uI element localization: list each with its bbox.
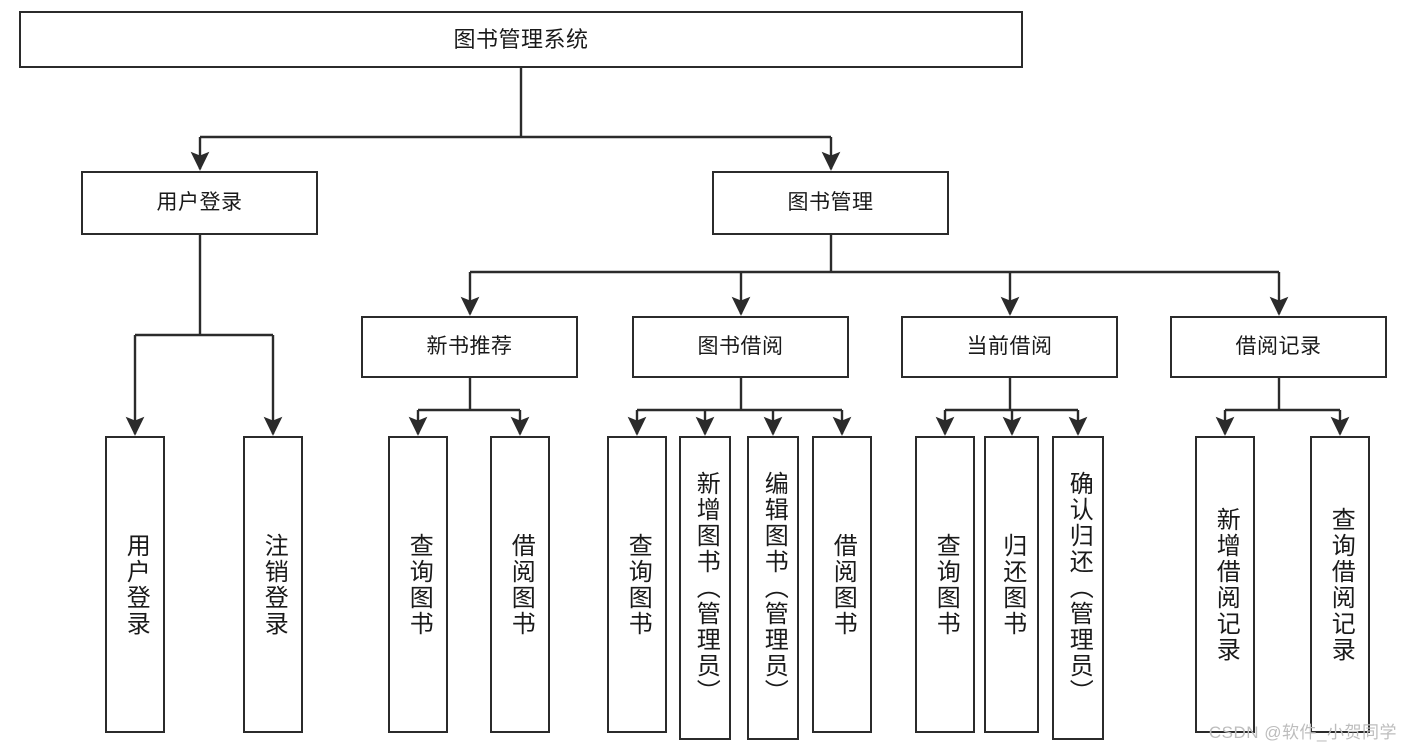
node-label: 归还图书 [998,532,1026,637]
node-user-login[interactable]: 用户登录 [81,171,318,235]
node-label: 查询图书 [624,532,652,637]
node-leaf-add-book[interactable]: 新增图书（管理员） [679,436,731,740]
node-leaf-confirm-return[interactable]: 确认归还（管理员） [1052,436,1104,740]
node-leaf-edit-book[interactable]: 编辑图书（管理员） [747,436,799,740]
node-label: 新增图书（管理员） [692,471,720,705]
csdn-watermark: CSDN @软件_小贺同学 [1208,723,1397,742]
node-label: 用户登录 [156,190,243,214]
node-label: 图书管理系统 [453,26,589,52]
node-root[interactable]: 图书管理系统 [19,11,1023,68]
node-leaf-query-book-2[interactable]: 查询图书 [607,436,667,733]
node-leaf-borrow-book-1[interactable]: 借阅图书 [490,436,550,733]
node-label: 确认归还（管理员） [1065,471,1093,705]
node-borrow-record[interactable]: 借阅记录 [1170,316,1387,378]
node-label: 当前借阅 [966,334,1053,358]
node-label: 借阅图书 [829,532,857,637]
node-label: 查询借阅记录 [1327,506,1355,663]
node-leaf-borrow-book-2[interactable]: 借阅图书 [812,436,872,733]
node-leaf-user-login[interactable]: 用户登录 [105,436,165,733]
node-current-borrow[interactable]: 当前借阅 [901,316,1118,378]
node-leaf-query-book-1[interactable]: 查询图书 [388,436,448,733]
node-leaf-query-record[interactable]: 查询借阅记录 [1310,436,1370,733]
node-label: 图书管理 [787,190,874,214]
node-leaf-add-record[interactable]: 新增借阅记录 [1195,436,1255,733]
node-label: 借阅图书 [507,532,535,637]
node-label: 新增借阅记录 [1212,506,1240,663]
node-label: 新书推荐 [426,334,513,358]
node-label: 注销登录 [260,532,288,637]
node-label: 查询图书 [405,532,433,637]
node-label: 查询图书 [932,532,960,637]
node-leaf-logout[interactable]: 注销登录 [243,436,303,733]
node-label: 图书借阅 [697,334,784,358]
node-book-borrow[interactable]: 图书借阅 [632,316,849,378]
node-leaf-return-book[interactable]: 归还图书 [984,436,1039,733]
node-label: 用户登录 [122,532,150,637]
node-new-book-rec[interactable]: 新书推荐 [361,316,578,378]
node-leaf-query-book-3[interactable]: 查询图书 [915,436,975,733]
node-book-manage[interactable]: 图书管理 [712,171,949,235]
node-label: 编辑图书（管理员） [760,471,788,705]
node-label: 借阅记录 [1235,334,1322,358]
